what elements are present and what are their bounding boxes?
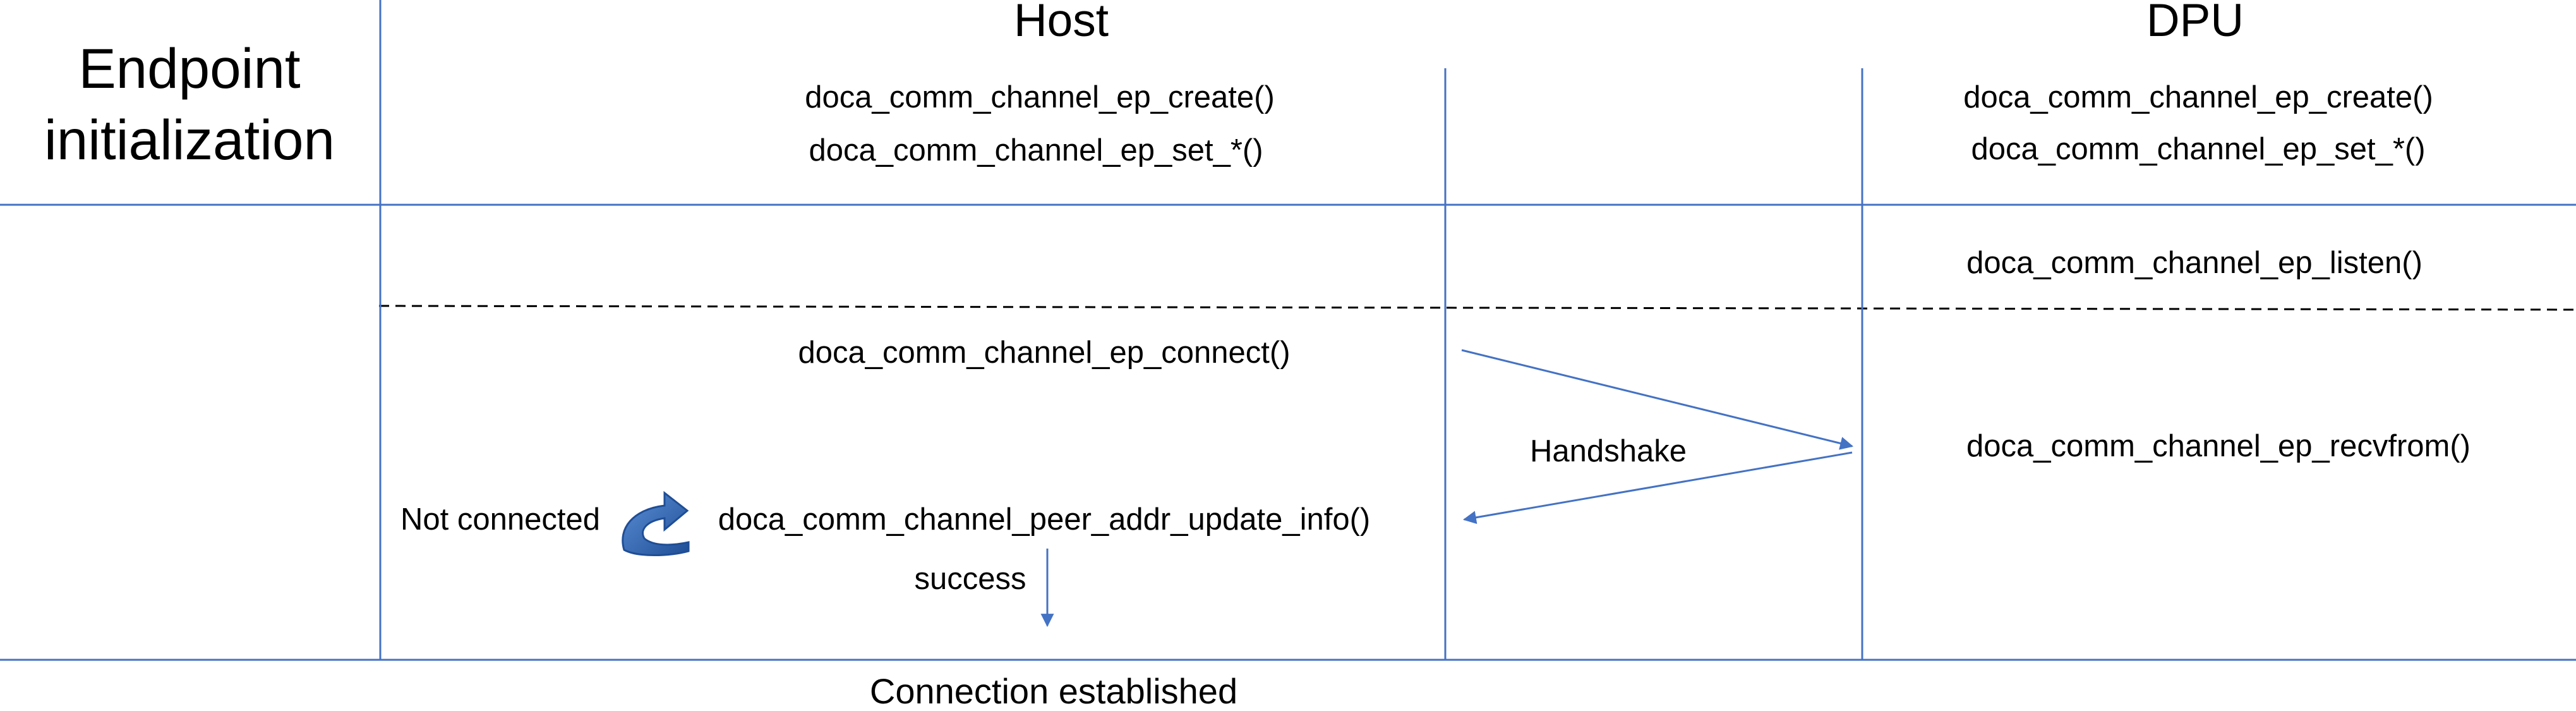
retry-circular-arrow-icon	[622, 490, 690, 556]
host-peer-addr-update-info: doca_comm_channel_peer_addr_update_info(…	[718, 502, 1371, 537]
section-label: Endpoint initialization	[19, 33, 360, 176]
dpu-ep-set: doca_comm_channel_ep_set_*()	[1971, 132, 2426, 166]
not-connected-label: Not connected	[400, 502, 600, 537]
section-label-line1: Endpoint	[78, 37, 301, 100]
handshake-reply-arrow	[1462, 451, 1853, 525]
dpu-ep-recvfrom: doca_comm_channel_ep_recvfrom()	[1966, 429, 2471, 463]
host-ep-set: doca_comm_channel_ep_set_*()	[809, 133, 1263, 167]
dpu-ep-create: doca_comm_channel_ep_create()	[1963, 80, 2433, 114]
dpu-ep-listen: doca_comm_channel_ep_listen()	[1966, 246, 2423, 280]
host-ep-create: doca_comm_channel_ep_create()	[805, 80, 1275, 114]
listen-dashed-divider	[378, 305, 2576, 311]
connection-established-label: Connection established	[869, 671, 1238, 711]
success-label: success	[914, 562, 1026, 596]
section-label-line2: initialization	[44, 108, 335, 172]
host-ep-connect: doca_comm_channel_ep_connect()	[798, 336, 1291, 370]
handshake-label: Handshake	[1530, 434, 1687, 468]
connect-arrow	[1461, 349, 1854, 450]
host-header: Host	[1013, 0, 1109, 46]
dpu-header: DPU	[2146, 0, 2244, 46]
